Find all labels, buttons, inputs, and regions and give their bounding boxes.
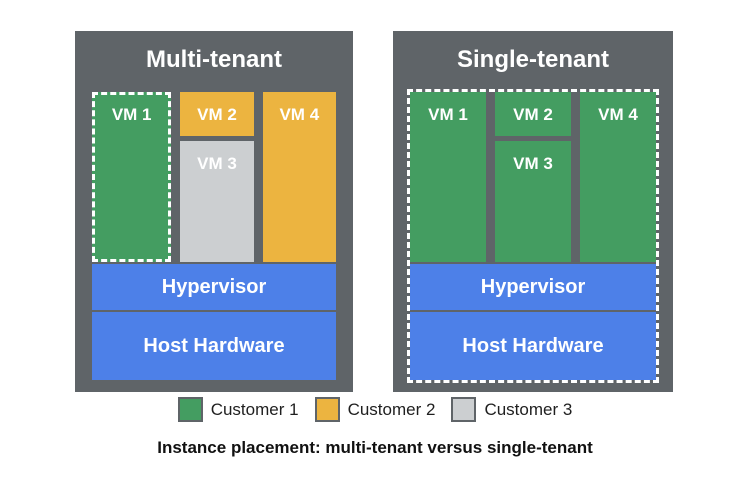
vm-4-box-single: VM 4 <box>580 92 656 262</box>
legend-label-customer-2: Customer 2 <box>347 399 436 419</box>
vm-2-box-single: VM 2 <box>495 92 571 136</box>
vm-1-box-multi: VM 1 <box>92 92 172 262</box>
vm-2-box-multi: VM 2 <box>180 92 254 136</box>
vm-3-box-single: VM 3 <box>495 141 571 262</box>
hypervisor-bar-single: Hypervisor <box>410 264 656 310</box>
diagram-caption: Instance placement: multi-tenant versus … <box>157 438 593 457</box>
single-tenant-boundary: VM 1 VM 2 VM 3 VM 4 Hypervisor Host Hard… <box>407 89 659 383</box>
host-hardware-bar-single: Host Hardware <box>410 312 656 380</box>
legend-item-customer-3: Customer 3 <box>451 397 572 422</box>
multi-tenant-vm-area: VM 1 VM 2 VM 3 VM 4 Hypervisor Host Hard… <box>89 89 339 383</box>
vm-middle-column: VM 2 VM 3 <box>180 92 254 262</box>
vm-row: VM 1 VM 2 VM 3 VM 4 <box>92 92 336 262</box>
vm-middle-column: VM 2 VM 3 <box>495 92 571 262</box>
legend-swatch-customer-1 <box>177 397 203 422</box>
legend-label-customer-3: Customer 3 <box>484 399 573 419</box>
legend-label-customer-1: Customer 1 <box>210 399 299 419</box>
vm-3-box-multi: VM 3 <box>180 141 254 262</box>
panel-title-single-tenant: Single-tenant <box>456 46 609 73</box>
vm-4-box-multi: VM 4 <box>262 92 336 262</box>
legend-swatch-customer-3 <box>451 397 477 422</box>
hypervisor-bar-multi: Hypervisor <box>92 264 336 310</box>
panel-title-multi-tenant: Multi-tenant <box>146 46 282 73</box>
single-tenant-panel: Single-tenant VM 1 VM 2 VM 3 VM 4 Hyperv… <box>393 31 673 392</box>
vm-1-box-single: VM 1 <box>410 92 486 262</box>
legend: Customer 1 Customer 2 Customer 3 <box>0 397 750 422</box>
legend-item-customer-2: Customer 2 <box>314 397 436 422</box>
legend-swatch-customer-2 <box>314 397 340 422</box>
legend-item-customer-1: Customer 1 <box>177 397 299 422</box>
vm-row: VM 1 VM 2 VM 3 VM 4 <box>410 92 656 262</box>
multi-tenant-panel: Multi-tenant VM 1 VM 2 VM 3 VM 4 Hypervi… <box>75 31 353 392</box>
host-hardware-bar-multi: Host Hardware <box>92 312 336 380</box>
